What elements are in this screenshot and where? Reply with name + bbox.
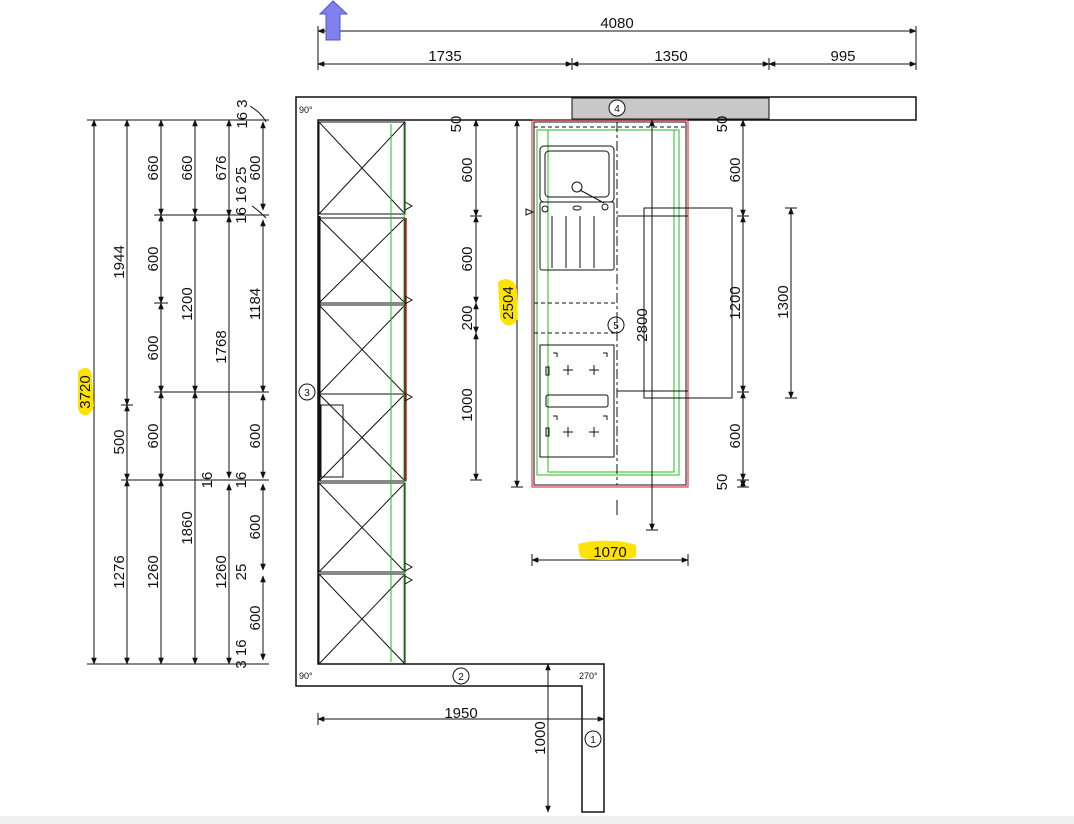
dim-col6-1: 16 3 — [234, 99, 251, 128]
dim-top-seg1: 1735 — [428, 48, 461, 65]
dimension-labels: 4080 1735 1350 995 3720 1944 500 1276 66… — [77, 15, 856, 755]
highlight-1070 — [578, 540, 636, 560]
tall-cabinet-row — [317, 121, 414, 665]
dim-col2-3: 1276 — [111, 555, 128, 588]
window-wall-4 — [571, 97, 770, 120]
cabinet-5[interactable] — [318, 482, 406, 573]
highlight-3720 — [78, 367, 94, 416]
dim-island-depth: 2504 — [500, 286, 517, 319]
angle-label-bottom-right: 270° — [579, 671, 598, 681]
dim-island-right-5: 600 — [727, 423, 744, 448]
direction-arrow-icon — [318, 0, 349, 41]
dim-island-mid: 2800 — [634, 308, 651, 341]
wall-marker-3[interactable]: 3 — [298, 383, 316, 401]
dim-col6-3: 25 — [233, 167, 250, 184]
highlight-2504 — [498, 279, 518, 326]
dim-col6-11: 3 16 — [233, 639, 250, 668]
dim-col3-1: 660 — [145, 155, 162, 180]
dim-col6-6: 600 — [247, 423, 264, 448]
wall-marker-2[interactable]: 2 — [452, 667, 470, 685]
dim-island-left-5: 1000 — [459, 388, 476, 421]
svg-text:1: 1 — [590, 735, 596, 746]
dim-bottom-height: 1000 — [532, 721, 549, 754]
dim-col3-5: 1260 — [145, 555, 162, 588]
dim-island-left-3: 600 — [459, 246, 476, 271]
dim-top-seg3: 995 — [830, 48, 855, 65]
dim-col5-4: 1260 — [213, 555, 230, 588]
dim-island-right-1: 50 — [714, 116, 731, 133]
dim-col5-3: 16 — [199, 472, 216, 489]
dim-island-width: 1070 — [593, 544, 626, 561]
dim-col3-3: 600 — [145, 335, 162, 360]
dim-col5-2: 1768 — [213, 330, 230, 363]
dim-island-right-3: 1200 — [727, 286, 744, 319]
dim-col6-8: 600 — [247, 514, 264, 539]
dim-col6-2: 600 — [247, 155, 264, 180]
kitchen-island — [525, 119, 733, 515]
dim-col3-2: 600 — [145, 246, 162, 271]
dim-col5-1: 676 — [213, 155, 230, 180]
dim-col2-2: 500 — [111, 429, 128, 454]
dim-col3-4: 600 — [145, 423, 162, 448]
dim-col4-2: 1200 — [179, 287, 196, 320]
wall-marker-1[interactable]: 1 — [584, 730, 602, 748]
table-outline — [643, 207, 733, 399]
dim-island-right-2: 600 — [727, 157, 744, 182]
cabinet-1[interactable] — [318, 121, 406, 215]
wall-marker-5[interactable]: 5 — [607, 316, 625, 334]
dim-island-left-4: 200 — [459, 305, 476, 330]
wall-marker-4[interactable]: 4 — [608, 99, 626, 117]
dim-col4-1: 660 — [179, 155, 196, 180]
svg-text:5: 5 — [613, 321, 619, 332]
dim-col6-7: 16 — [233, 472, 250, 489]
walls — [295, 96, 917, 813]
angle-label-top-left: 90° — [299, 105, 313, 115]
dim-island-left-1: 50 — [448, 116, 465, 133]
dim-col4-3: 1860 — [179, 511, 196, 544]
dim-island-right-6: 50 — [714, 474, 731, 491]
dim-top-seg2: 1350 — [654, 48, 687, 65]
dim-bottom-width: 1950 — [444, 705, 477, 722]
dim-island-right-4: 1300 — [775, 285, 792, 318]
cooktop[interactable] — [539, 344, 615, 458]
svg-text:3: 3 — [304, 388, 310, 399]
dim-col6-5: 1184 — [247, 288, 264, 320]
angle-label-bottom-left: 90° — [299, 671, 313, 681]
dimension-lines — [87, 26, 917, 813]
dim-left-total: 3720 — [77, 375, 94, 408]
dim-col6-10: 600 — [247, 605, 264, 630]
svg-text:2: 2 — [458, 672, 464, 683]
dim-col6-9: 25 — [233, 564, 250, 581]
svg-text:4: 4 — [614, 104, 620, 115]
dim-col6-4: 16 16 — [233, 186, 250, 224]
dim-top-total: 4080 — [600, 15, 633, 32]
dim-island-left-2: 600 — [459, 157, 476, 182]
highlight-marks — [78, 279, 636, 560]
island-outline[interactable] — [531, 119, 689, 488]
dim-col2-1: 1944 — [111, 245, 128, 278]
bottom-strip — [0, 816, 1074, 824]
sink[interactable] — [525, 145, 615, 271]
cabinet-6[interactable] — [318, 573, 406, 665]
